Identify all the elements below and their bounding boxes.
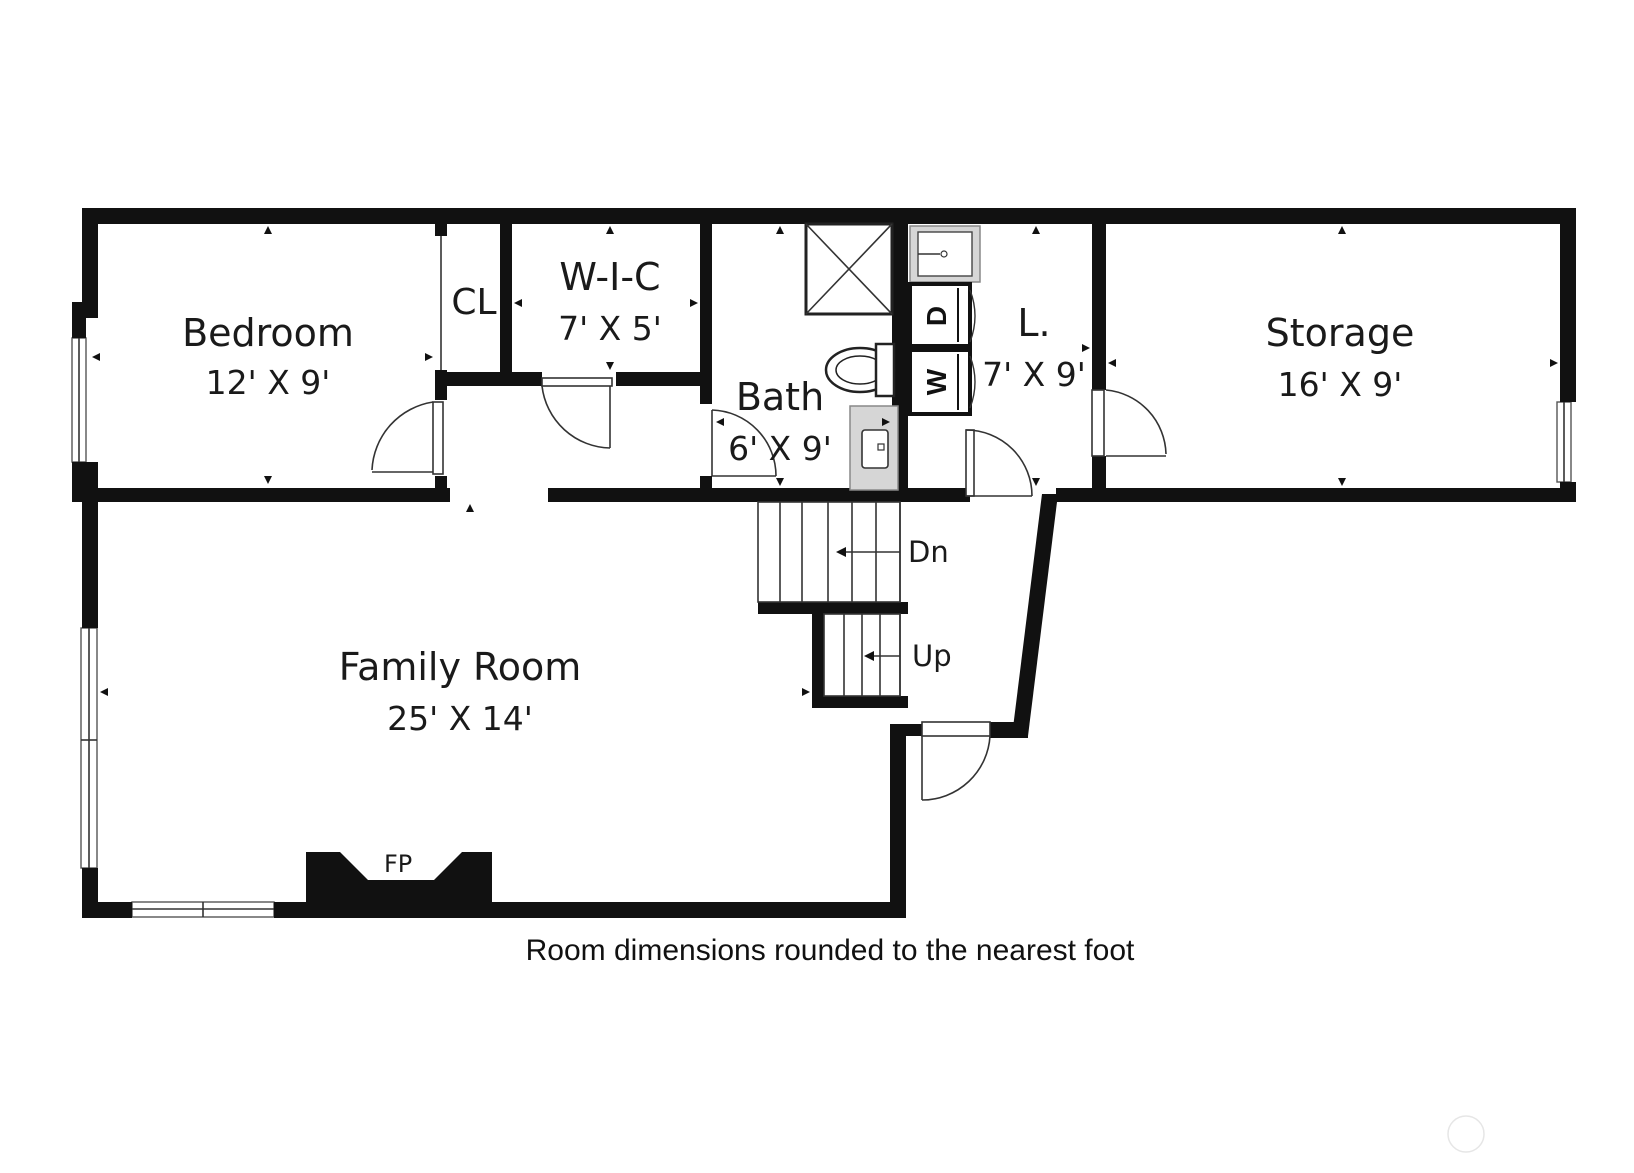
room-dimensions-laundry: 7' X 9' xyxy=(982,355,1086,394)
utility-sink xyxy=(909,225,981,283)
fireplace-body xyxy=(306,852,492,902)
fireplace-label: FP xyxy=(384,850,412,878)
stairs-up xyxy=(823,613,901,697)
dryer: D xyxy=(908,282,976,348)
room-name-bath: Bath xyxy=(736,375,824,419)
room-dimensions-wic: 7' X 5' xyxy=(558,309,662,348)
windows xyxy=(71,337,1572,918)
room-name-wic: W-I-C xyxy=(559,255,660,299)
dryer-label: D xyxy=(921,306,952,326)
room-name-family-room: Family Room xyxy=(339,645,582,689)
stairs-down-label: Dn xyxy=(908,535,949,569)
laundry-fixtures: D W xyxy=(908,225,981,416)
room-name-bedroom: Bedroom xyxy=(182,311,354,355)
doors xyxy=(371,236,1167,801)
room-name-laundry: L. xyxy=(1017,301,1050,345)
washer: W xyxy=(908,348,976,416)
room-dimensions-family-room: 25' X 14' xyxy=(387,699,533,738)
washer-label: W xyxy=(921,368,952,395)
toilet xyxy=(824,342,896,398)
room-labels: Bedroom 12' X 9' CL W-I-C 7' X 5' Bath 6… xyxy=(182,255,1414,878)
room-dimensions-bath: 6' X 9' xyxy=(728,429,832,468)
bath-fixtures xyxy=(804,222,899,491)
room-name-closet: CL xyxy=(451,282,496,323)
room-dimensions-bedroom: 12' X 9' xyxy=(206,363,331,402)
room-name-storage: Storage xyxy=(1266,311,1415,355)
watermark-circle xyxy=(1447,1115,1485,1153)
walls xyxy=(72,208,1576,918)
stairs-down xyxy=(757,501,901,603)
dimension-markers xyxy=(92,226,1558,696)
room-dimensions-storage: 16' X 9' xyxy=(1278,365,1403,404)
footnote: Room dimensions rounded to the nearest f… xyxy=(526,934,1135,967)
stairs-up-label: Up xyxy=(912,639,952,673)
vanity-sink xyxy=(849,405,899,491)
